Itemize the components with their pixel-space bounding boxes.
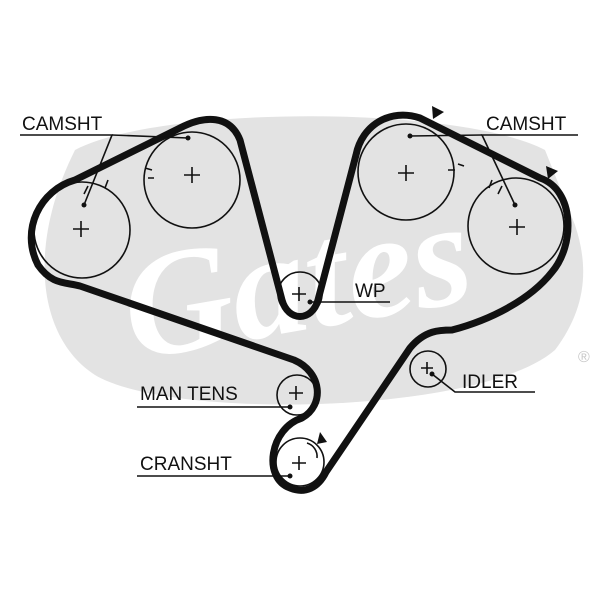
- timing-belt: [27, 111, 572, 494]
- center-markers: [73, 165, 525, 470]
- leader-dots: [81, 133, 518, 479]
- plus-icon: [292, 456, 306, 470]
- plus-icon: [292, 287, 306, 301]
- right-timing-marks: [448, 163, 503, 195]
- rotation-arc: [306, 442, 318, 459]
- leader-dot: [287, 473, 293, 479]
- leader-dot: [407, 133, 413, 139]
- label-idler: IDLER: [462, 372, 518, 393]
- gates-watermark-logo: Gates ®: [44, 116, 590, 405]
- direction-arrow-icon: [432, 106, 444, 119]
- label-camshaft-left: CAMSHT: [22, 114, 103, 135]
- leader-dot: [512, 202, 518, 208]
- leader-dot: [429, 371, 435, 377]
- direction-arrow-icon: [546, 166, 558, 179]
- label-camshaft-right: CAMSHT: [486, 114, 567, 135]
- plus-icon: [289, 386, 303, 400]
- label-crankshaft: CRANSHT: [140, 454, 232, 475]
- leader-dot: [185, 135, 191, 141]
- left-camshaft-pulley-b: [143, 131, 241, 229]
- leader-lines: [20, 134, 578, 477]
- idler-pulley: [409, 350, 447, 388]
- leader-dot: [287, 404, 293, 410]
- plus-icon: [509, 219, 525, 235]
- plus-icon: [73, 221, 89, 237]
- crankshaft-pulley: [275, 437, 325, 487]
- component-labels: CAMSHT CAMSHT WP MAN TENS IDLER CRANSHT: [22, 114, 567, 475]
- plus-icon: [184, 167, 200, 183]
- timing-marks: [83, 106, 558, 459]
- rotation-arrow-icon: [317, 432, 327, 444]
- plus-icon: [421, 362, 433, 374]
- camsht-right-leader-b: [409, 134, 483, 137]
- left-timing-marks: [83, 167, 154, 195]
- leader-dot: [81, 202, 87, 208]
- right-camshaft-pulley-b: [467, 177, 565, 275]
- label-manual-tensioner: MAN TENS: [140, 384, 238, 405]
- registered-mark: ®: [578, 349, 590, 366]
- leader-dot: [307, 299, 313, 305]
- camsht-left-leader-b: [111, 134, 189, 139]
- idler-leader: [431, 373, 535, 393]
- plus-icon: [398, 165, 414, 181]
- label-water-pump: WP: [355, 281, 386, 302]
- right-camshaft-pulley-a: [357, 123, 455, 221]
